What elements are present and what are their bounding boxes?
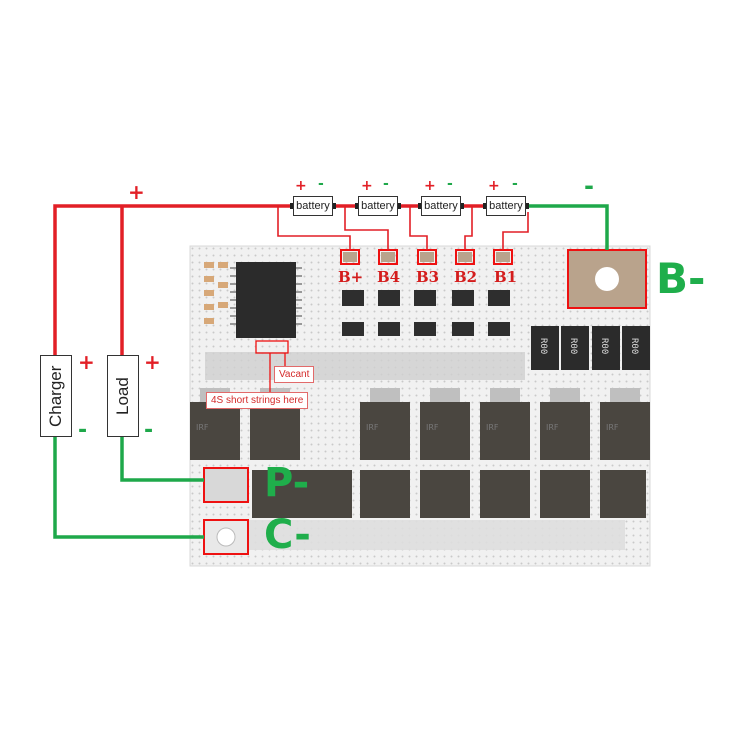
pad-b1: B1 <box>494 268 518 286</box>
b-minus-label: B- <box>656 254 706 303</box>
battery-2-plus: + <box>361 178 373 194</box>
vacant-note: Vacant <box>274 366 315 383</box>
svg-text:IRF: IRF <box>486 423 499 432</box>
battery-1-plus: + <box>295 178 307 194</box>
mosfet-row-bottom <box>252 470 646 518</box>
charger-minus: - <box>78 418 88 443</box>
ic-chip <box>230 262 302 338</box>
load-label: Load <box>113 377 132 415</box>
svg-text:R00: R00 <box>568 338 578 354</box>
battery-4-plus: + <box>488 178 500 194</box>
negative-wire <box>53 204 609 539</box>
mosfet-markings: IRF IRF IRF IRF IRF IRF <box>196 423 619 432</box>
balance-pad-fill <box>343 252 510 262</box>
balance-wires <box>277 206 529 250</box>
load-minus: - <box>144 418 154 443</box>
resistor-markings: R00 R00 R00 R00 <box>538 338 639 354</box>
battery-3: battery <box>421 196 461 216</box>
pad-b-plus: B+ <box>338 268 364 286</box>
battery-4-minus: - <box>512 176 518 192</box>
svg-text:R00: R00 <box>629 338 639 354</box>
battery-2-minus: - <box>383 176 389 192</box>
svg-text:R00: R00 <box>538 338 548 354</box>
smd-components <box>204 262 228 324</box>
short-strings-note: 4S short strings here <box>206 392 309 409</box>
battery-terminal-dots <box>290 203 529 209</box>
load-plus: + <box>144 350 161 374</box>
small-transistors <box>342 290 510 336</box>
battery-1: battery <box>293 196 333 216</box>
p-minus-pad <box>203 467 249 503</box>
b-minus-pad <box>567 249 647 309</box>
svg-text:R00: R00 <box>599 338 609 354</box>
charger-label: Charger <box>46 365 65 427</box>
shunt-resistors <box>531 326 650 370</box>
c-minus-label: C- <box>264 512 311 558</box>
pad-b2: B2 <box>454 268 478 286</box>
main-minus-sign: - <box>584 172 594 200</box>
svg-text:IRF: IRF <box>366 423 379 432</box>
battery-1-minus: - <box>318 176 324 192</box>
svg-text:IRF: IRF <box>426 423 439 432</box>
note-pointers <box>255 340 289 392</box>
charger-plus: + <box>78 350 95 374</box>
battery-2: battery <box>358 196 398 216</box>
pad-b4: B4 <box>377 268 401 286</box>
charger-box: Charger <box>40 355 72 437</box>
p-minus-label: P- <box>264 460 310 506</box>
battery-4: battery <box>486 196 526 216</box>
svg-text:IRF: IRF <box>606 423 619 432</box>
battery-3-minus: - <box>447 176 453 192</box>
svg-text:IRF: IRF <box>196 423 209 432</box>
svg-text:IRF: IRF <box>546 423 559 432</box>
load-box: Load <box>107 355 139 437</box>
c-minus-pad <box>203 519 249 555</box>
pad-b3: B3 <box>416 268 440 286</box>
main-plus-sign: + <box>128 180 145 204</box>
battery-3-plus: + <box>424 178 436 194</box>
mosfet-row-top <box>190 402 650 460</box>
